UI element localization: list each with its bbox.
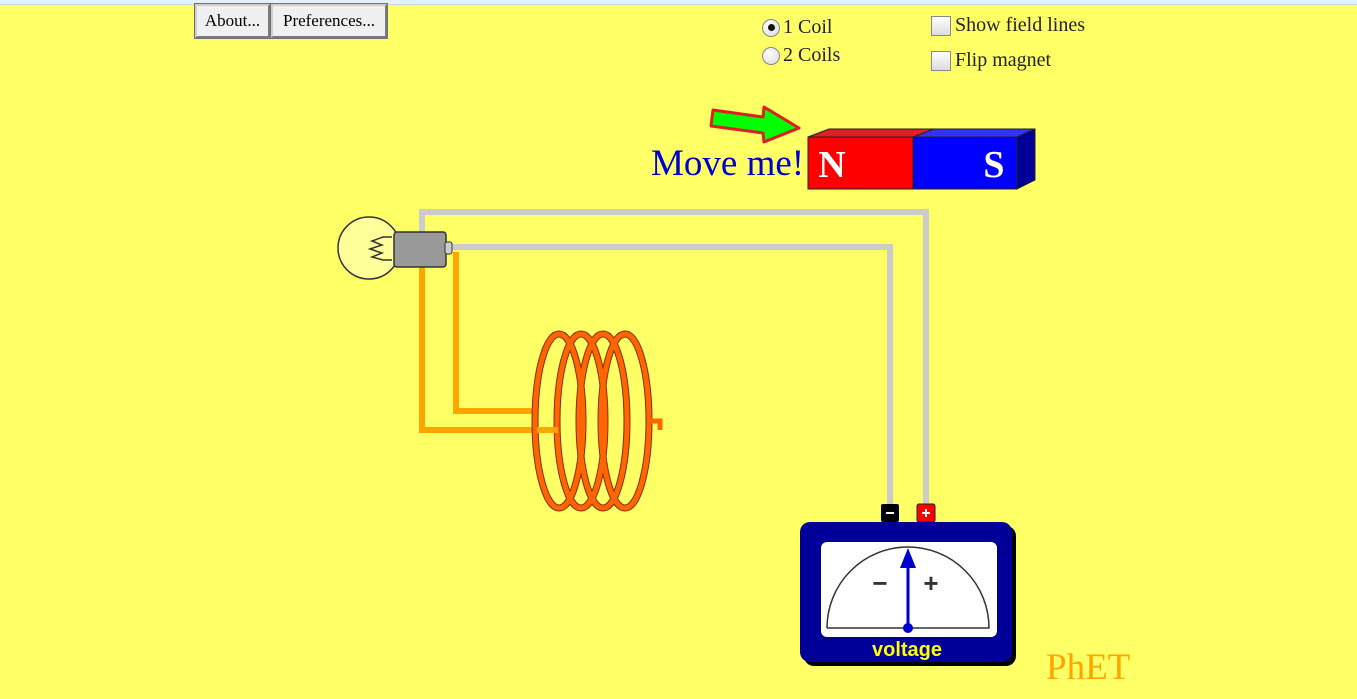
checkbox-icon: [931, 15, 951, 36]
meter-plus-label: +: [923, 568, 938, 598]
about-button[interactable]: About...: [194, 3, 271, 39]
window-top-edge: [0, 0, 1357, 5]
radio-2-coils-label: 2 Coils: [783, 44, 841, 66]
magnet-north-label: N: [818, 144, 845, 186]
show-field-lines-checkbox[interactable]: Show field lines: [931, 14, 1085, 37]
move-me-hint: Move me!: [651, 143, 805, 184]
radio-unselected-icon: [762, 46, 780, 65]
coil[interactable]: [531, 330, 663, 512]
radio-1-coil-label: 1 Coil: [783, 16, 833, 38]
preferences-button[interactable]: Preferences...: [270, 3, 388, 39]
flip-magnet-checkbox[interactable]: Flip magnet: [931, 49, 1051, 72]
bar-magnet[interactable]: N S: [807, 128, 1036, 190]
light-bulb: [337, 216, 453, 280]
gray-wire: [419, 209, 929, 508]
radio-2-coils[interactable]: 2 Coils: [762, 44, 840, 67]
voltmeter: − + voltage: [800, 503, 1016, 666]
meter-minus-label: −: [872, 568, 887, 598]
checkbox-icon: [931, 50, 951, 71]
flip-magnet-label: Flip magnet: [955, 49, 1052, 71]
radio-selected-icon: [762, 18, 780, 37]
magnet-south-label: S: [983, 144, 1004, 186]
orange-wire: [419, 252, 537, 433]
radio-1-coil[interactable]: 1 Coil: [762, 16, 832, 39]
meter-label: voltage: [872, 639, 942, 661]
phet-logo: PhET: [1046, 647, 1131, 688]
magnet-north-pole: [807, 136, 914, 190]
arrow-icon: [709, 105, 801, 144]
show-field-lines-label: Show field lines: [955, 14, 1085, 36]
magnet-south-pole: [912, 136, 1018, 190]
